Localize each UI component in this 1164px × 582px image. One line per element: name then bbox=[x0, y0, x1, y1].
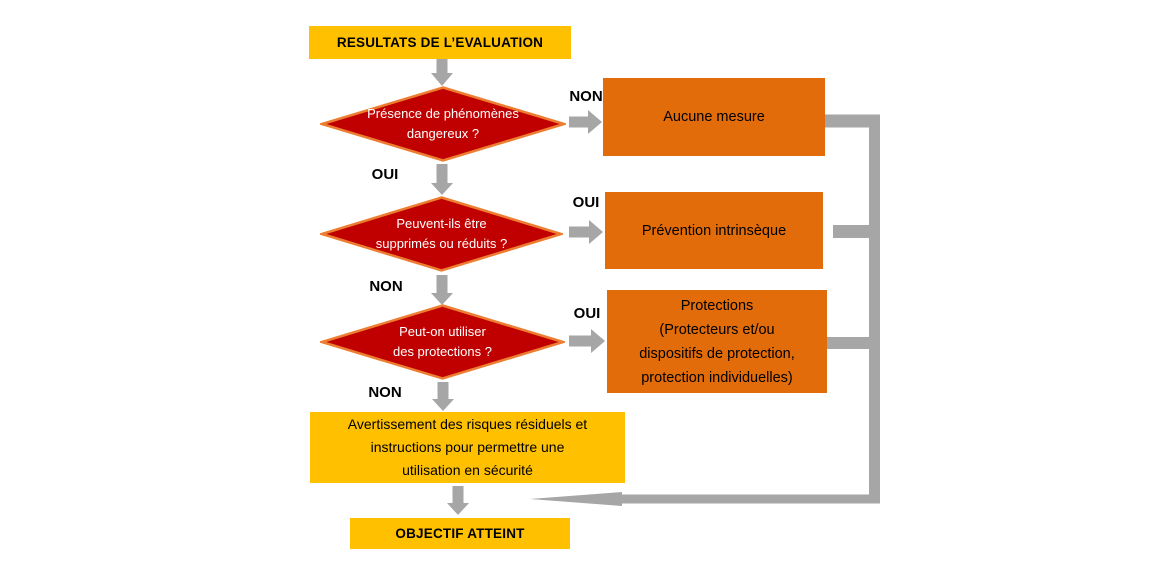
node-protections-line2: (Protecteurs et/ou bbox=[659, 321, 775, 338]
diamond-shape-icon bbox=[320, 86, 566, 162]
node-protections-line1: Protections bbox=[680, 297, 754, 314]
arrow-right-decision2-to-action2-icon bbox=[569, 220, 603, 244]
decision1-line2: dangereux ? bbox=[406, 126, 480, 141]
label-oui-decision2: OUI bbox=[572, 194, 600, 211]
node-avertissement-line1: Avertissement des risques résiduels et bbox=[347, 416, 588, 432]
label-non-decision1: NON bbox=[569, 88, 603, 105]
node-aucune-mesure[interactable]: Aucune mesure bbox=[603, 78, 825, 156]
decision2-line1: Peuvent-ils être bbox=[396, 216, 487, 231]
diamond-shape-icon bbox=[320, 304, 565, 380]
node-prevention-intrinseque[interactable]: Prévention intrinsèque bbox=[605, 192, 823, 269]
decision2-line2: supprimés ou réduits ? bbox=[375, 236, 508, 251]
return-arrowhead-left-icon bbox=[530, 492, 622, 506]
label-oui-decision3: OUI bbox=[573, 305, 601, 322]
arrow-down-start-to-decision1-icon bbox=[431, 59, 453, 86]
decision3-line2: des protections ? bbox=[392, 344, 492, 359]
decision1-line1: Présence de phénomènes bbox=[367, 106, 519, 121]
decision1-text: Présence de phénomènes dangereux ? bbox=[320, 86, 566, 162]
decision3-text: Peut-on utiliser des protections ? bbox=[320, 304, 565, 380]
node-prevention-intrinseque-label: Prévention intrinsèque bbox=[641, 222, 787, 239]
label-non-decision3: NON bbox=[368, 384, 402, 401]
decision3-line1: Peut-on utiliser bbox=[399, 324, 486, 339]
arrow-down-decision2-to-decision3-icon bbox=[431, 275, 453, 305]
arrow-down-decision1-to-decision2-icon bbox=[431, 164, 453, 195]
decision2-text: Peuvent-ils être supprimés ou réduits ? bbox=[320, 196, 563, 272]
arrow-right-decision1-to-action1-icon bbox=[569, 110, 602, 134]
node-protections-line3: dispositifs de protection, bbox=[639, 345, 795, 362]
arrow-down-warning-to-end-icon bbox=[447, 486, 469, 515]
node-decision-utiliser-protections[interactable]: Peut-on utiliser des protections ? bbox=[320, 304, 565, 380]
node-protections[interactable]: Protections (Protecteurs et/ou dispositi… bbox=[607, 290, 827, 393]
label-non-decision2: NON bbox=[369, 278, 403, 295]
diamond-shape-icon bbox=[320, 196, 563, 272]
node-decision-phenomenes-dangereux[interactable]: Présence de phénomènes dangereux ? bbox=[320, 86, 566, 162]
node-objectif-atteint-label: OBJECTIF ATTEINT bbox=[395, 526, 525, 541]
node-avertissement-line3: utilisation en sécurité bbox=[402, 462, 533, 478]
arrow-right-decision3-to-action3-icon bbox=[569, 329, 605, 353]
node-avertissement-risques[interactable]: Avertissement des risques résiduels et i… bbox=[310, 412, 625, 483]
node-resultats-evaluation[interactable]: RESULTATS DE L’EVALUATION bbox=[309, 26, 571, 59]
node-protections-line4: protection individuelles) bbox=[641, 369, 793, 386]
node-resultats-evaluation-label: RESULTATS DE L’EVALUATION bbox=[336, 35, 544, 50]
arrow-down-decision3-to-warning-icon bbox=[432, 382, 454, 411]
node-avertissement-line2: instructions pour permettre une bbox=[370, 439, 565, 455]
node-objectif-atteint[interactable]: OBJECTIF ATTEINT bbox=[350, 518, 570, 549]
label-oui-decision1: OUI bbox=[371, 166, 399, 183]
node-decision-supprimes-reduits[interactable]: Peuvent-ils être supprimés ou réduits ? bbox=[320, 196, 563, 272]
node-aucune-mesure-label: Aucune mesure bbox=[663, 109, 765, 125]
